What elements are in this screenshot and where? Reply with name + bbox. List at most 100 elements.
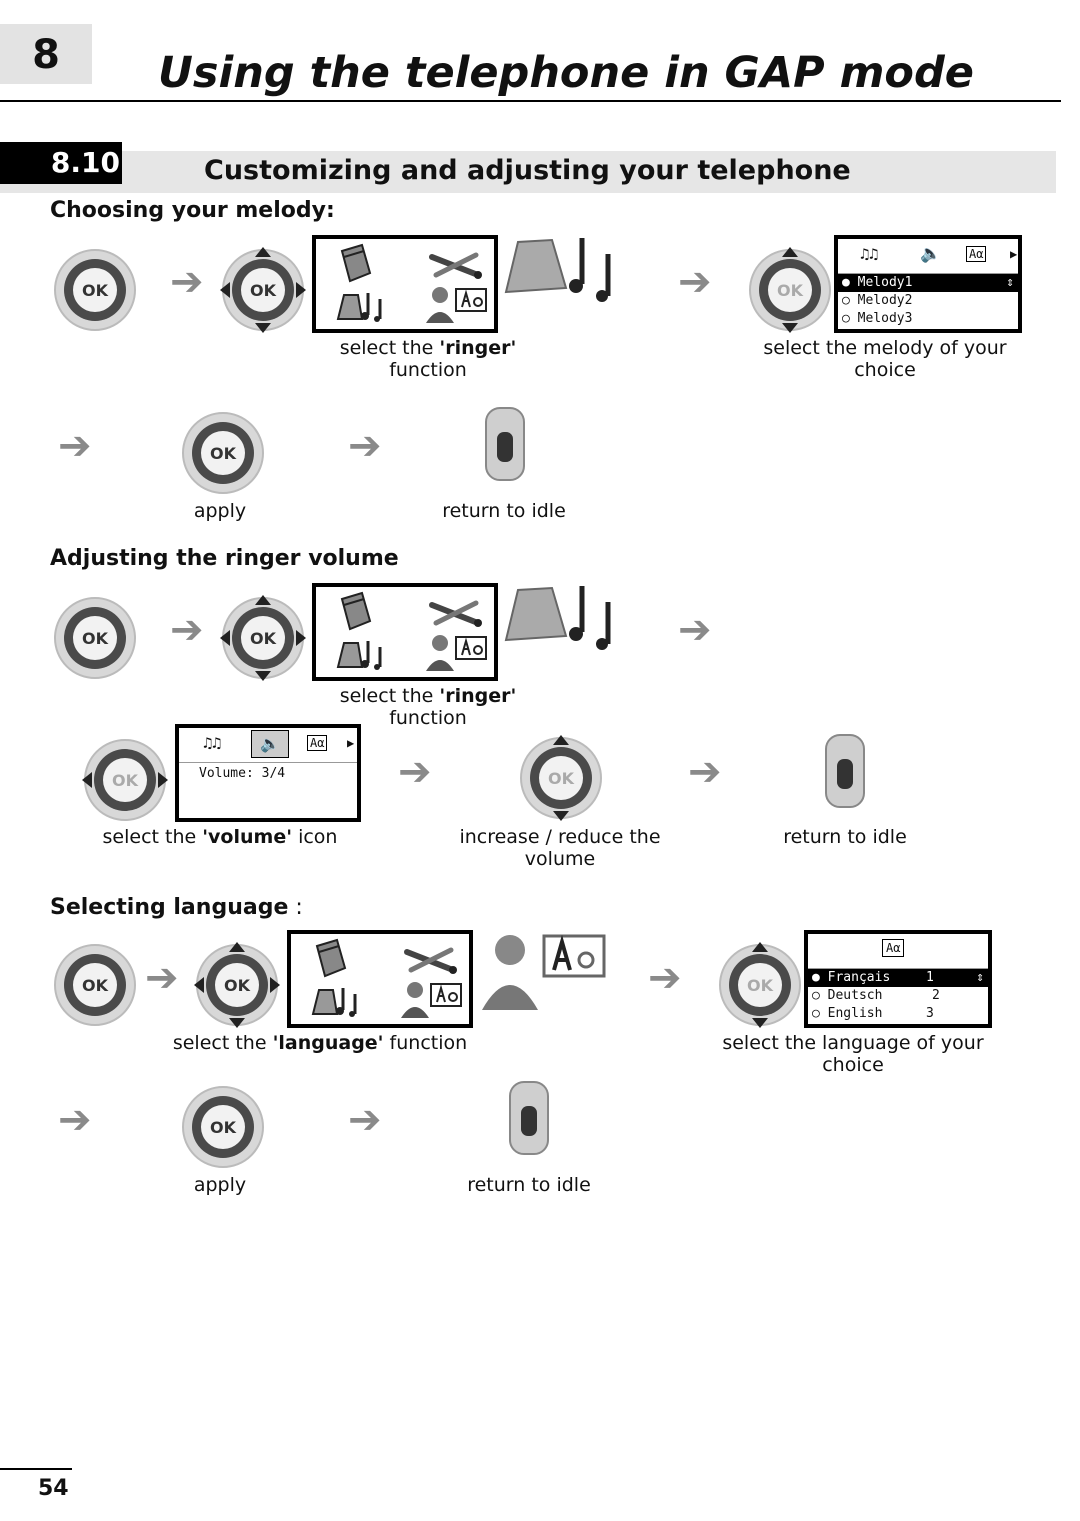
ok-key-icon: OK (50, 245, 140, 339)
phone-book-icon (311, 938, 351, 984)
section-bar (0, 151, 1056, 193)
language-tab-icon: Aα (966, 246, 987, 262)
svg-text:OK: OK (548, 769, 575, 788)
arrow-right-icon: ➔ (348, 1097, 382, 1143)
phone-book-icon (336, 243, 376, 289)
right-triangle-icon: ▶ (347, 736, 355, 750)
speaker-icon: 🔈 (920, 244, 942, 264)
screen-tab-bar: Aα (808, 934, 988, 969)
language-icon (401, 980, 465, 1024)
footer-rule (0, 1468, 72, 1470)
speaker-icon: 🔈 (251, 730, 289, 758)
arrow-right-icon: ➔ (170, 607, 204, 653)
ringer-icon (309, 984, 365, 1022)
arrow-right-icon: ➔ (678, 607, 712, 653)
svg-text:OK: OK (82, 281, 109, 300)
tools-icon (403, 944, 459, 982)
chapter-rule (0, 100, 1061, 102)
hang-up-key-icon (824, 733, 866, 813)
svg-text:OK: OK (777, 281, 804, 300)
svg-text:OK: OK (82, 976, 109, 995)
svg-text:OK: OK (112, 771, 139, 790)
leftright-key-icon: OK (80, 735, 170, 829)
arrow-right-icon: ➔ (58, 1097, 92, 1143)
svg-text:OK: OK (210, 1118, 237, 1137)
nav-key-icon: OK (192, 940, 282, 1034)
menu-screen (287, 930, 473, 1028)
screen-tab-bar: ♫♫ 🔈 Aα ▶ (179, 728, 357, 763)
arrow-right-icon: ➔ (398, 749, 432, 795)
language-icon (426, 633, 490, 677)
ok-key-icon: OK (50, 940, 140, 1034)
melody-menu-caption: select the 'ringer' function (339, 337, 517, 381)
updown-key-icon: OK (745, 245, 835, 339)
language-icon-zoomed (482, 930, 608, 1014)
tools-icon (428, 597, 484, 635)
language-menu-caption: select the 'language' function (172, 1032, 468, 1054)
melody-heading: Choosing your melody: (50, 198, 335, 223)
updown-key-icon: OK (516, 733, 606, 827)
music-notes-icon: ♫♫ (860, 245, 879, 263)
idle-caption: return to idle (467, 1174, 591, 1196)
section-number: 8.10 (0, 142, 122, 184)
melody-option[interactable]: ● Melody1⇕ (838, 274, 1018, 292)
tools-icon (428, 249, 484, 287)
arrow-right-icon: ➔ (170, 259, 204, 305)
ok-key-icon: OK (50, 593, 140, 687)
arrow-right-icon: ➔ (348, 423, 382, 469)
music-notes-icon: ♫♫ (203, 734, 222, 752)
language-choice-caption: select the language of your choice (722, 1032, 984, 1076)
arrow-right-icon: ➔ (58, 423, 92, 469)
volume-menu-caption: select the 'ringer' function (339, 685, 517, 729)
chapter-title: Using the telephone in GAP mode (158, 48, 974, 98)
scroll-arrows-icon: ⇕ (976, 970, 984, 985)
apply-caption: apply (193, 1174, 247, 1196)
updown-key-icon: OK (715, 940, 805, 1034)
screen-tab-bar: ♫♫ 🔈 Aα ▶ (838, 239, 1018, 274)
section-title: Customizing and adjusting your telephone (204, 155, 851, 186)
idle-caption: return to idle (783, 826, 907, 848)
melody-option[interactable]: ○ Melody2 (842, 293, 913, 308)
adjust-volume-caption: increase / reduce the volume (459, 826, 661, 870)
melody-list-screen: ♫♫ 🔈 Aα ▶ ● Melody1⇕ ○ Melody2 ○ Melody3 (834, 235, 1022, 333)
phone-book-icon (336, 591, 376, 637)
nav-key-icon: OK (218, 245, 308, 339)
volume-screen: ♫♫ 🔈 Aα ▶ Volume: 3/4 (175, 724, 361, 822)
melody-option[interactable]: ○ Melody3 (842, 311, 913, 326)
svg-text:OK: OK (82, 629, 109, 648)
ringer-icon-zoomed (502, 232, 626, 306)
melody-choice-caption: select the melody of your choice (763, 337, 1007, 381)
language-tab-icon: Aα (882, 939, 905, 957)
ringer-icon (334, 289, 390, 327)
svg-text:OK: OK (250, 629, 277, 648)
ok-key-icon: OK (178, 408, 268, 502)
volume-level-text: Volume: 3/4 (199, 766, 286, 781)
arrow-right-icon: ➔ (678, 259, 712, 305)
arrow-right-icon: ➔ (145, 955, 179, 1001)
svg-text:OK: OK (210, 444, 237, 463)
right-triangle-icon: ▶ (1010, 247, 1018, 261)
hang-up-key-icon (484, 406, 526, 486)
language-icon (426, 285, 490, 329)
apply-caption: apply (193, 500, 247, 522)
menu-screen (312, 583, 498, 681)
language-tab-icon: Aα (307, 735, 328, 751)
arrow-right-icon: ➔ (688, 749, 722, 795)
menu-screen (312, 235, 498, 333)
language-heading: Selecting language : (50, 895, 303, 920)
arrow-right-icon: ➔ (648, 955, 682, 1001)
nav-key-icon: OK (218, 593, 308, 687)
ringer-icon-zoomed (502, 580, 626, 654)
chapter-number: 8 (0, 24, 92, 84)
ok-key-icon: OK (178, 1082, 268, 1176)
ringer-icon (334, 637, 390, 675)
svg-text:OK: OK (224, 976, 251, 995)
svg-text:OK: OK (747, 976, 774, 995)
scroll-arrows-icon: ⇕ (1006, 275, 1014, 290)
volume-heading: Adjusting the ringer volume (50, 546, 399, 571)
hang-up-key-icon (508, 1080, 550, 1160)
